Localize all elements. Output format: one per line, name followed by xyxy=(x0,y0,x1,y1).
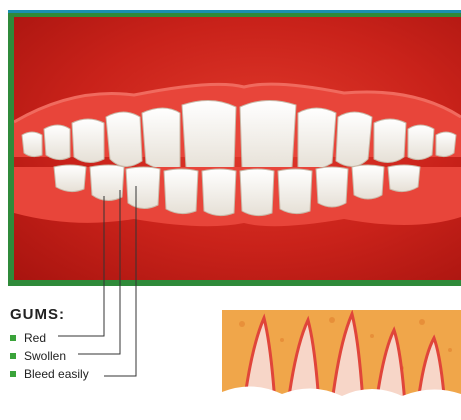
legend-label-bleed: Bleed easily xyxy=(24,367,89,381)
upper-back-molar-left xyxy=(22,132,42,157)
upper-canine-left xyxy=(106,112,142,167)
cross-section-drawing xyxy=(222,310,461,420)
bullet-icon xyxy=(10,371,16,377)
upper-lateral-incisor-left xyxy=(142,108,180,169)
upper-molar-right xyxy=(408,125,434,160)
upper-central-incisor-right xyxy=(240,100,296,172)
teeth-drawing xyxy=(14,17,461,280)
upper-canine-right xyxy=(336,112,372,167)
lower-molar-left xyxy=(54,165,86,192)
upper-premolar-right xyxy=(374,119,406,163)
upper-premolar-left xyxy=(72,119,104,163)
lower-incisor-3 xyxy=(240,169,274,216)
upper-lateral-incisor-right xyxy=(298,108,336,169)
upper-molar-left xyxy=(44,125,70,160)
gums-legend: GUMS: Red Swollen Bleed easily xyxy=(10,306,140,396)
lower-incisor-1 xyxy=(164,169,198,214)
legend-title: GUMS: xyxy=(10,306,140,323)
upper-central-incisor-left xyxy=(182,100,236,172)
lower-canine-left xyxy=(90,165,124,201)
bullet-icon xyxy=(10,353,16,359)
gum-disease-illustration xyxy=(14,17,461,280)
legend-label-red: Red xyxy=(24,331,46,345)
bullet-icon xyxy=(10,335,16,341)
lower-incisor-2 xyxy=(202,169,236,216)
legend-item-red: Red xyxy=(10,329,140,347)
legend-item-bleed: Bleed easily xyxy=(10,365,140,383)
illustration-frame xyxy=(8,10,461,286)
lower-canine-right xyxy=(352,165,384,199)
lower-premolar-left xyxy=(126,167,160,209)
lower-incisor-4 xyxy=(278,169,312,214)
legend-label-swollen: Swollen xyxy=(24,349,66,363)
gum-cross-section-illustration xyxy=(222,310,461,420)
upper-back-molar-right xyxy=(436,132,456,157)
legend-item-swollen: Swollen xyxy=(10,347,140,365)
lower-premolar-right xyxy=(316,167,348,207)
lower-molar-right xyxy=(388,165,420,192)
